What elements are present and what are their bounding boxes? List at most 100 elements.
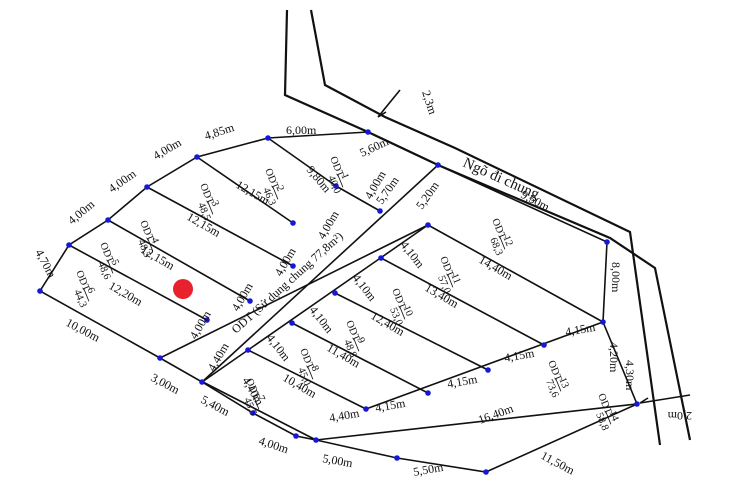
boundary-point <box>604 239 610 245</box>
dimension-label: 5,40m <box>199 392 233 419</box>
dimension-label: 4,00m <box>151 135 185 163</box>
dimension-label: 5,60m <box>357 134 391 160</box>
boundary-point <box>290 263 296 269</box>
dimension-label: 4,15m <box>446 372 479 391</box>
lot-number: 10 <box>400 304 414 318</box>
boundary-point <box>634 401 640 407</box>
lane-width-right: 2,0m <box>667 409 692 423</box>
lot-number: 9 <box>354 336 366 345</box>
dimension-label: 4,15m <box>503 346 536 365</box>
boundary-point <box>289 320 295 326</box>
dimension-label: 8,00m <box>609 262 623 293</box>
lot-fraction-bar <box>307 366 314 380</box>
dimension-label: 4,10m <box>398 238 428 271</box>
lot-number: 5 <box>108 258 120 267</box>
common-road-edge-right2 <box>201 224 429 383</box>
location-marker[interactable] <box>173 279 193 299</box>
dimension-label: 11,50m <box>539 448 578 478</box>
dimension-label: 4,10m <box>350 271 380 304</box>
boundary-point <box>157 355 163 361</box>
boundary-point <box>293 433 299 439</box>
dimension-label: 4,40m <box>328 406 361 425</box>
boundary-point <box>332 290 338 296</box>
boundary-point <box>66 242 72 248</box>
lane-width-top: 2,3m <box>419 89 440 117</box>
dimension-label: 5,00m <box>321 451 354 470</box>
dimension-label: 4,00m <box>65 197 98 228</box>
left-block-dividers <box>68 137 381 321</box>
lot-fraction-bar <box>147 238 154 252</box>
lot-fraction-bar <box>499 236 506 250</box>
boundary-point <box>290 220 296 226</box>
dimension-label: 4,40m <box>204 340 232 374</box>
lot-fraction-bar <box>83 288 90 302</box>
dimension-label: 4,00m <box>257 434 291 457</box>
common-road-edge-right <box>201 164 439 383</box>
lot-fraction-bar <box>353 338 360 352</box>
boundary-point <box>204 317 210 323</box>
boundary-point <box>265 135 271 141</box>
lot-fraction-bar <box>107 260 114 274</box>
boundary-points <box>37 129 640 475</box>
boundary-point <box>194 154 200 160</box>
boundary-point <box>378 255 384 261</box>
lot-number: 8 <box>308 364 320 373</box>
dimension-label: 4,70m <box>32 247 59 281</box>
lot-fraction-bar <box>253 396 260 410</box>
boundary-point <box>435 162 441 168</box>
boundary-point <box>485 367 491 373</box>
width-indicators <box>377 89 691 404</box>
lot-number: 1 <box>338 172 350 181</box>
right-block-dividers <box>202 224 638 441</box>
boundary-point <box>377 208 383 214</box>
lot-number: 11 <box>448 272 462 286</box>
lot-number: 3 <box>208 199 220 208</box>
boundary-point <box>333 183 339 189</box>
dimension-label: 4,10m <box>307 303 337 336</box>
dimension-label: 3,00m <box>149 370 183 397</box>
boundary-point <box>600 319 606 325</box>
dimension-label: 12,40m <box>369 308 408 339</box>
dimension-label: 4,15m <box>564 320 597 339</box>
lot-number: 7 <box>254 394 266 403</box>
lot-fraction-bar <box>272 186 279 200</box>
common-road-edge-left <box>159 224 429 359</box>
lot-fraction-bar <box>207 201 214 215</box>
dimension-label: 4,85m <box>203 120 237 143</box>
boundary-point <box>483 469 489 475</box>
boundary-point <box>37 288 43 294</box>
lot-number: 13 <box>556 376 570 390</box>
lot-number: 14 <box>606 409 620 424</box>
boundary-point <box>365 129 371 135</box>
boundary-point <box>105 217 111 223</box>
boundary-point <box>199 379 205 385</box>
boundary-point <box>541 342 547 348</box>
lot-fraction-bar <box>337 174 344 188</box>
dimension-label: 4,15m <box>374 396 407 415</box>
boundary-point <box>425 222 431 228</box>
dimension-label: 4,30m <box>623 360 637 391</box>
lot-number: 12 <box>500 234 514 248</box>
boundary-point <box>425 390 431 396</box>
boundary-point <box>245 347 251 353</box>
dimension-label: 10,00m <box>64 315 103 345</box>
boundary-point <box>394 455 400 461</box>
boundary-point <box>144 184 150 190</box>
boundary-point <box>247 298 253 304</box>
lot-fraction-bar <box>555 378 562 392</box>
lot-fraction-bar <box>605 411 612 425</box>
lot-number: 2 <box>273 184 285 193</box>
lot-fraction-bar <box>399 306 406 320</box>
lot-fraction-bar <box>447 274 454 288</box>
dimension-label: 4,20m <box>607 342 621 373</box>
boundary-point <box>363 406 369 412</box>
dimension-label: 14,40m <box>477 252 516 283</box>
boundary-point <box>313 437 319 443</box>
lot-number: 6 <box>84 286 96 295</box>
dimension-label: 6,00m <box>286 123 317 137</box>
